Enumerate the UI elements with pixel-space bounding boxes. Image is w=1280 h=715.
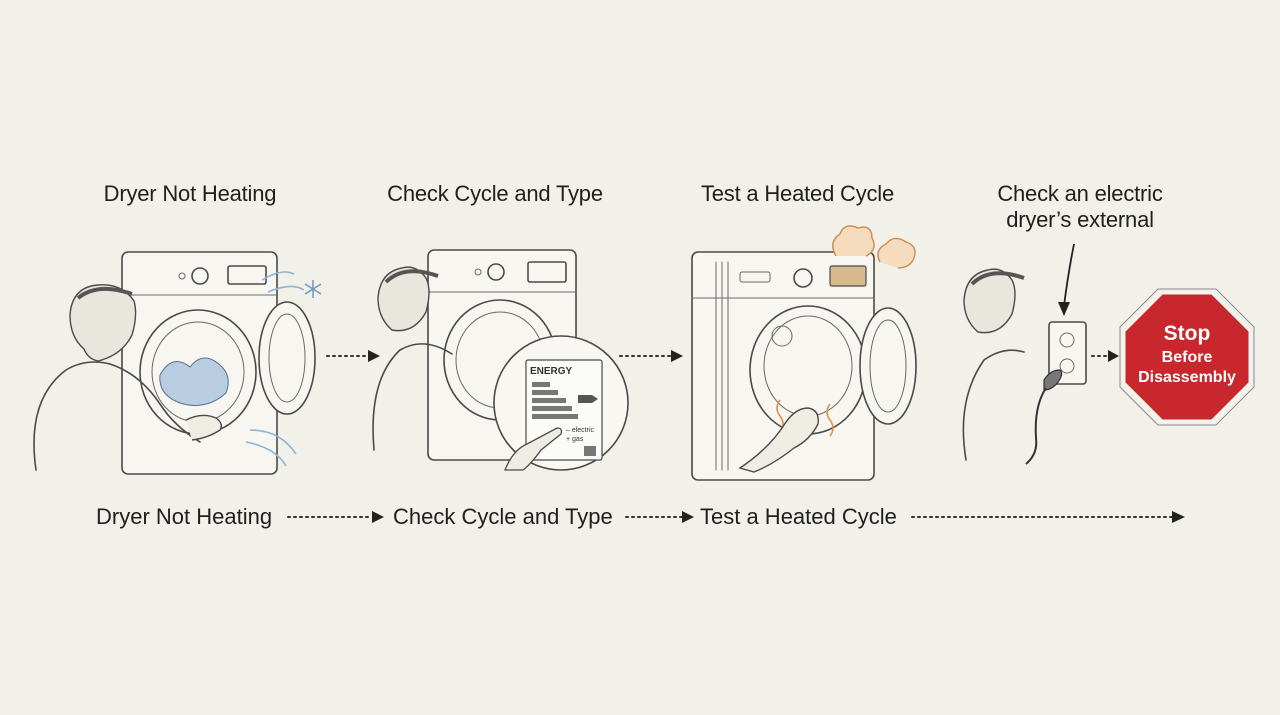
flow-label-2: Check Cycle and Type — [393, 504, 613, 529]
step-title-1: Dryer Not Heating — [103, 181, 277, 206]
stop-sign-line2: Before — [1162, 349, 1213, 366]
flow-label-1: Dryer Not Heating — [96, 504, 273, 529]
arrow-1 — [326, 350, 380, 362]
energy-label-heading: ENERGY — [530, 366, 573, 377]
panel-2-check-label: ENERGY – electric + gas — [372, 249, 629, 471]
energy-label-line2: + gas — [566, 436, 584, 443]
arrow-2 — [619, 350, 683, 362]
step-title-4: Check an electric dryer’s external — [997, 181, 1163, 232]
panel-1-dryer-cold — [33, 251, 322, 475]
step-title-2: Check Cycle and Type — [387, 181, 603, 206]
stop-sign: Stop Before Disassembly — [1119, 288, 1255, 426]
energy-label-line1: – electric — [566, 427, 595, 434]
flow-label-3: Test a Heated Cycle — [700, 504, 897, 529]
stop-sign-line1: Stop — [1164, 322, 1211, 345]
step-title-3: Test a Heated Cycle — [700, 181, 895, 206]
arrow-4 — [1091, 350, 1119, 362]
stop-sign-line3: Disassembly — [1138, 369, 1236, 386]
flow-arrows — [287, 511, 1185, 523]
snowflake-icon — [304, 280, 322, 298]
panel-4-outlet — [962, 243, 1087, 465]
panel-3-dryer-warm — [691, 225, 917, 481]
